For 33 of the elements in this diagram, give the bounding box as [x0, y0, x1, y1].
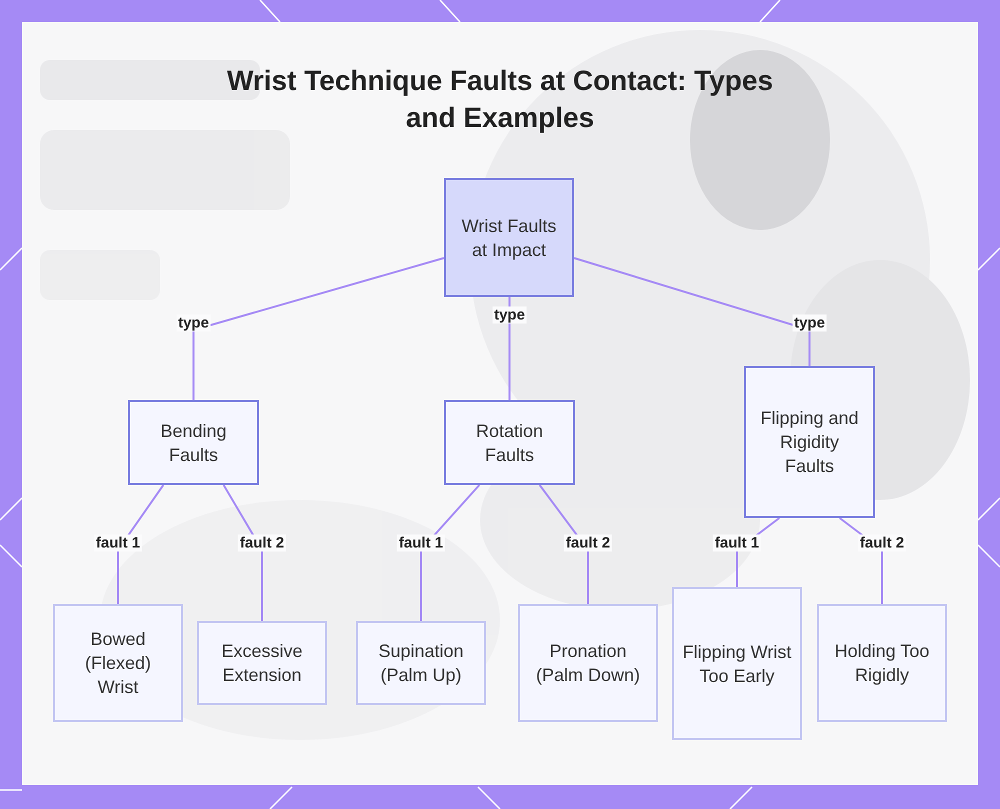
edge-label: type: [792, 314, 827, 332]
edge-label: fault 1: [94, 534, 142, 552]
edge-label: fault 2: [238, 534, 286, 552]
node-label: Holding Too Rigidly: [834, 640, 930, 687]
node-label: Bowed (Flexed) Wrist: [84, 628, 152, 699]
node-box: [518, 604, 658, 722]
edge-label: type: [176, 314, 211, 332]
node-label: Flipping and Rigidity Faults: [759, 407, 860, 478]
edge-label: fault 1: [712, 534, 762, 552]
node-label: Bending Faults: [159, 420, 228, 466]
node-box: [128, 400, 259, 485]
node-box: [817, 604, 947, 722]
node-label: Pronation (Palm Down): [534, 640, 642, 687]
edge-label: fault 1: [396, 534, 446, 552]
node-box: [197, 621, 327, 705]
node-box: [444, 400, 575, 485]
connector-line: [222, 484, 263, 621]
node-box: [672, 587, 802, 740]
node-box: [444, 178, 574, 297]
node-label: Flipping Wrist Too Early: [682, 640, 792, 688]
node-label: Supination (Palm Up): [377, 640, 465, 687]
node-box: [356, 621, 486, 705]
diagram-title: Wrist Technique Faults at Contact: Types and Examples: [226, 64, 774, 135]
node-box: [744, 366, 875, 518]
node-label: Excessive Extension: [220, 640, 304, 687]
edge-label: type: [492, 306, 527, 324]
node-label: Wrist Faults at Impact: [460, 214, 558, 262]
edge-label: fault 2: [564, 534, 612, 552]
edge-label: fault 2: [858, 534, 906, 552]
connector-line: [192, 257, 444, 400]
node-label: Rotation Faults: [474, 420, 544, 466]
node-box: [53, 604, 183, 722]
connector-line: [574, 257, 810, 366]
